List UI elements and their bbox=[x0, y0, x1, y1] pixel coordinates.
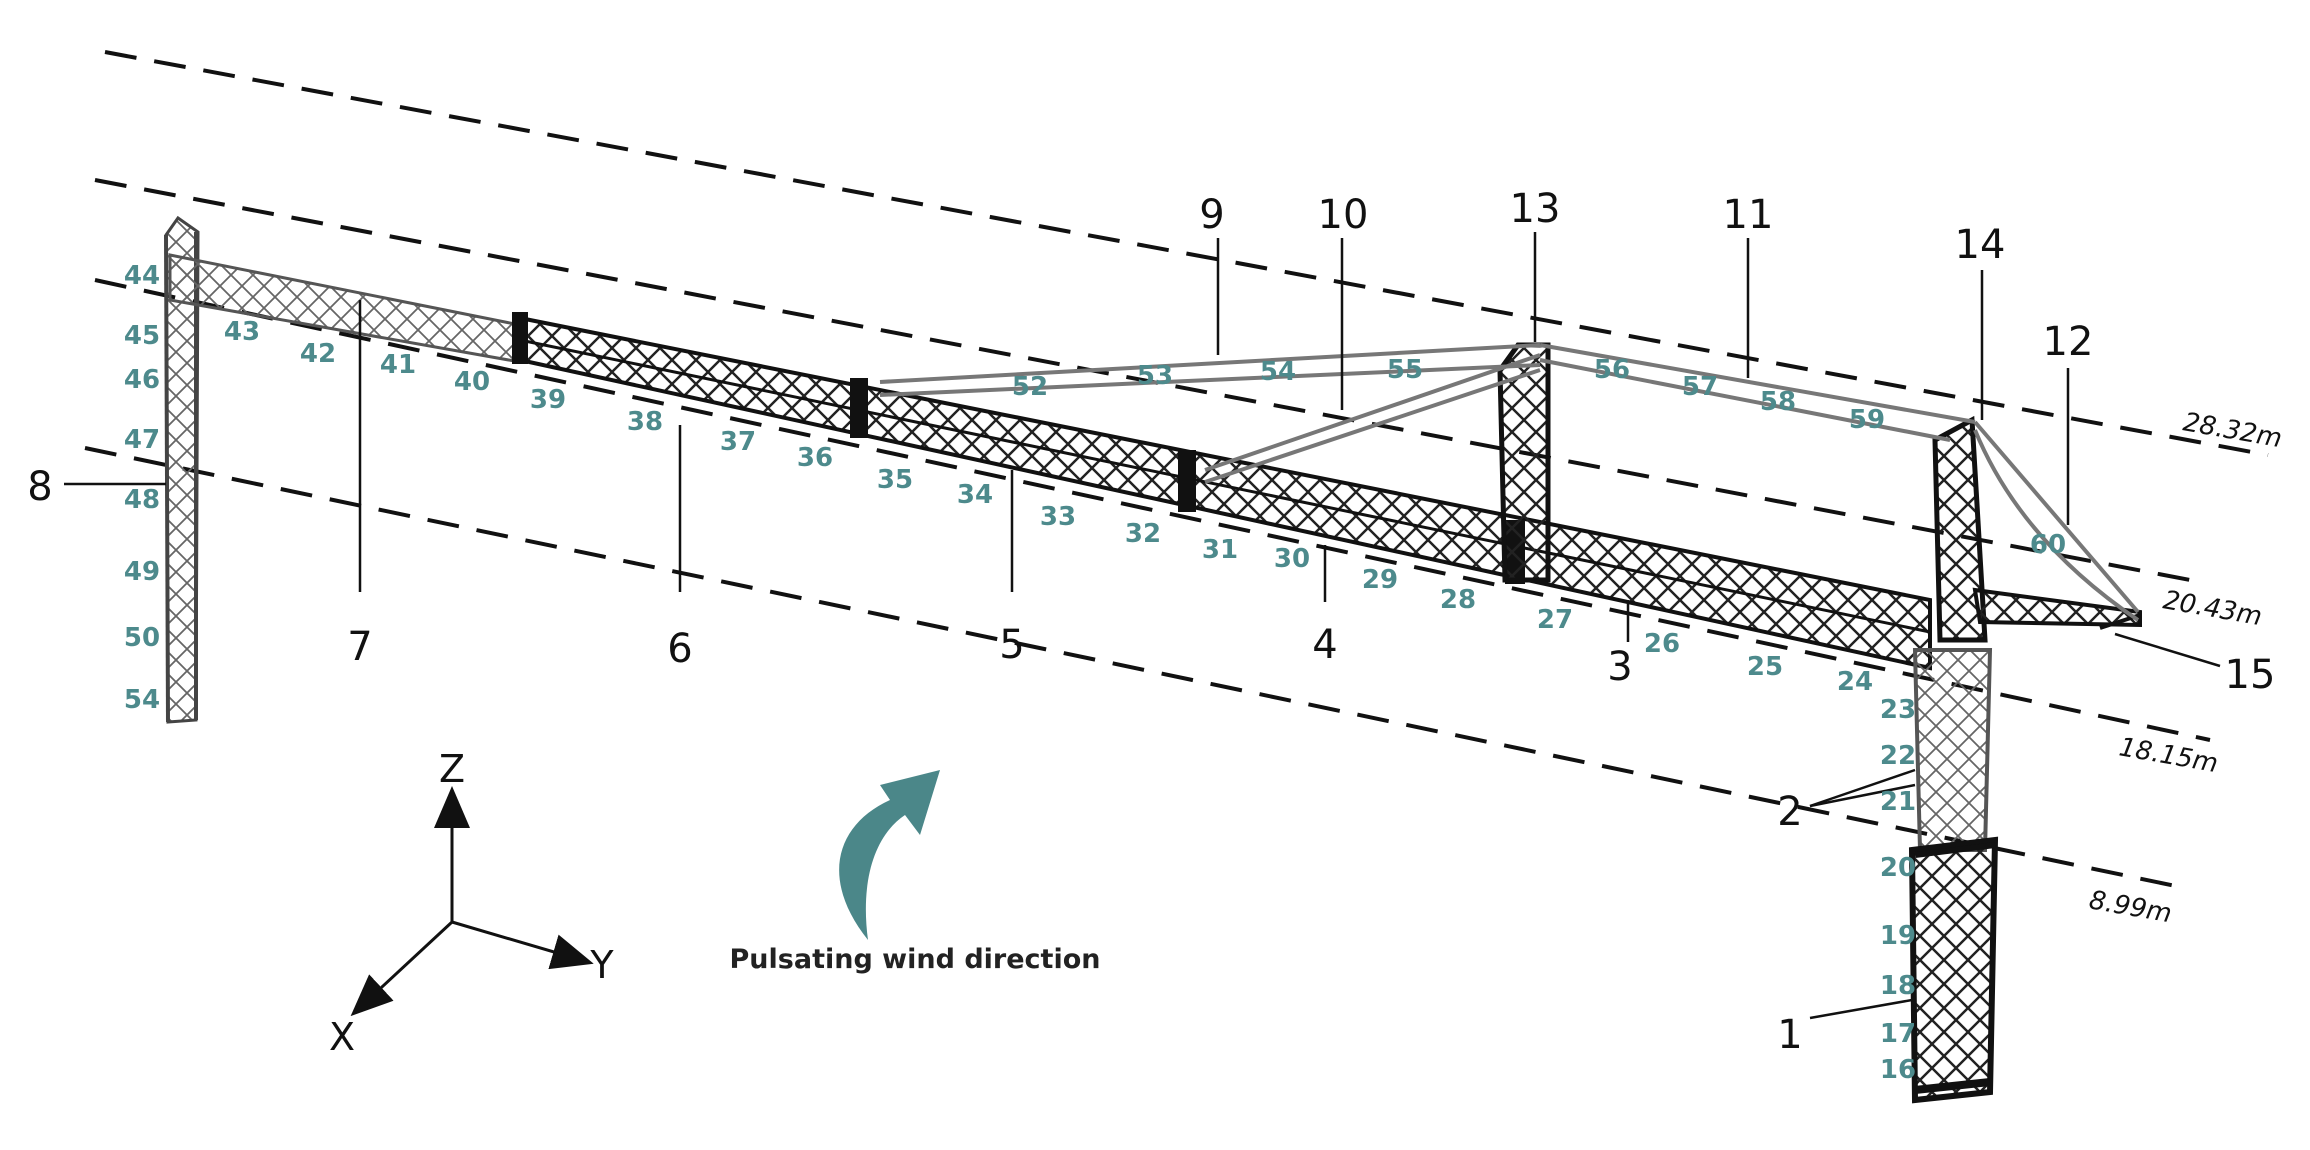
axis-label-x: X bbox=[329, 1015, 355, 1059]
node-label: 39 bbox=[530, 385, 566, 415]
node-label: 53 bbox=[1137, 361, 1173, 391]
node-label: 60 bbox=[2030, 530, 2066, 560]
node-label: 52 bbox=[1012, 372, 1048, 402]
node-label: 24 bbox=[1837, 667, 1873, 697]
node-label: 30 bbox=[1274, 544, 1310, 574]
node-label: 42 bbox=[300, 339, 336, 369]
part-label-5: 5 bbox=[999, 622, 1024, 668]
node-label: 36 bbox=[797, 443, 833, 473]
left-column bbox=[164, 215, 200, 724]
part-label-10: 10 bbox=[1318, 192, 1369, 238]
node-label: 26 bbox=[1644, 629, 1680, 659]
node-label: 20 bbox=[1880, 853, 1916, 883]
node-label: 47 bbox=[124, 425, 160, 455]
node-label: 37 bbox=[720, 427, 756, 457]
part-label-13: 13 bbox=[1510, 186, 1561, 232]
part-label-7: 7 bbox=[347, 624, 372, 670]
node-label: 57 bbox=[1682, 372, 1718, 402]
node-label: 21 bbox=[1880, 787, 1916, 817]
axis-labels: Z Y X bbox=[329, 747, 614, 1059]
part-label-14: 14 bbox=[1955, 222, 2006, 268]
part-label-1: 1 bbox=[1777, 1012, 1802, 1058]
node-label: 55 bbox=[1387, 355, 1423, 385]
node-label: 35 bbox=[877, 465, 913, 495]
part-label-11: 11 bbox=[1723, 192, 1774, 238]
node-label: 19 bbox=[1880, 921, 1916, 951]
part-label-9: 9 bbox=[1199, 192, 1224, 238]
node-label: 54 bbox=[124, 685, 160, 715]
node-label: 27 bbox=[1537, 605, 1573, 635]
part-label-6: 6 bbox=[667, 626, 692, 672]
wind-arrow-icon bbox=[839, 770, 940, 940]
part-labels: 1 2 3 4 5 6 7 8 9 10 11 12 13 14 15 bbox=[27, 186, 2275, 1058]
node-labels-jib: 43 42 41 40 39 38 37 36 35 34 33 32 31 3… bbox=[224, 317, 1873, 697]
part-label-15: 15 bbox=[2225, 652, 2276, 698]
tower-14 bbox=[1932, 415, 1988, 643]
node-label: 25 bbox=[1747, 652, 1783, 682]
node-label: 31 bbox=[1202, 535, 1238, 565]
part-label-4: 4 bbox=[1312, 622, 1337, 668]
node-label: 33 bbox=[1040, 502, 1076, 532]
node-labels-left-column: 44 45 46 47 48 49 50 54 bbox=[124, 261, 160, 715]
node-label: 23 bbox=[1880, 695, 1916, 725]
node-label: 46 bbox=[124, 365, 160, 395]
height-line-18 bbox=[94, 278, 2211, 742]
node-label: 44 bbox=[124, 261, 160, 291]
node-label: 40 bbox=[454, 367, 490, 397]
node-label: 18 bbox=[1880, 971, 1916, 1001]
node-label: 50 bbox=[124, 623, 160, 653]
counter-jib bbox=[1972, 587, 2142, 630]
jib-light-section bbox=[168, 253, 522, 364]
node-label: 54 bbox=[1260, 357, 1296, 387]
tie-rods bbox=[879, 343, 2140, 622]
node-label: 49 bbox=[124, 557, 160, 587]
node-label: 59 bbox=[1849, 405, 1885, 435]
part-label-12: 12 bbox=[2043, 319, 2094, 365]
node-label: 22 bbox=[1880, 741, 1916, 771]
height-lines bbox=[84, 50, 2269, 890]
axis-label-y: Y bbox=[589, 943, 614, 987]
node-label: 56 bbox=[1594, 355, 1630, 385]
part-label-2: 2 bbox=[1777, 789, 1802, 835]
height-line-28 bbox=[104, 50, 2269, 457]
node-label: 48 bbox=[124, 485, 160, 515]
node-label: 28 bbox=[1440, 585, 1476, 615]
node-label: 38 bbox=[627, 407, 663, 437]
node-labels-tower: 23 22 21 20 19 18 17 16 bbox=[1880, 695, 1916, 1085]
node-label: 43 bbox=[224, 317, 260, 347]
node-labels-ties: 52 53 54 55 56 57 58 59 60 bbox=[1012, 355, 2066, 560]
node-label: 17 bbox=[1880, 1019, 1916, 1049]
node-label: 32 bbox=[1125, 519, 1161, 549]
wind-direction-label: Pulsating wind direction bbox=[730, 944, 1101, 975]
leader-lines bbox=[64, 232, 2221, 1020]
node-label: 41 bbox=[380, 350, 416, 380]
node-label: 16 bbox=[1880, 1055, 1916, 1085]
node-label: 58 bbox=[1760, 387, 1796, 417]
height-label-20: 20.43m bbox=[2161, 585, 2264, 632]
part-label-3: 3 bbox=[1607, 644, 1632, 690]
node-label: 29 bbox=[1362, 565, 1398, 595]
main-tower bbox=[1908, 648, 1999, 1104]
tower-13 bbox=[1497, 342, 1551, 583]
node-label: 34 bbox=[957, 480, 993, 510]
part-label-8: 8 bbox=[27, 464, 52, 510]
node-label: 45 bbox=[124, 321, 160, 351]
height-label-8: 8.99m bbox=[2087, 885, 2174, 929]
coordinate-axes bbox=[350, 786, 594, 1017]
height-line-8 bbox=[84, 446, 2186, 890]
axis-label-z: Z bbox=[439, 747, 465, 791]
jib-main bbox=[512, 312, 1932, 671]
height-line-20 bbox=[94, 178, 2191, 582]
